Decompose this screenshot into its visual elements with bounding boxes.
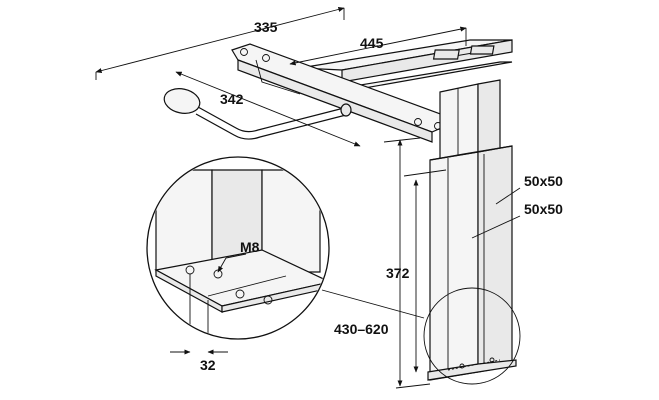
leg-foot-plate: [427, 357, 517, 381]
detail-leader: [321, 289, 425, 319]
detail-marker-circle: [423, 287, 521, 385]
upper-column: [439, 79, 501, 169]
dim-342-label: 342: [220, 91, 244, 107]
base-hole-icon: [235, 289, 245, 299]
section-outer-label: 50x50: [524, 173, 563, 189]
dim-32-label: 32: [200, 357, 216, 373]
telescopic-leg: [429, 145, 513, 381]
section-inner-label: 50x50: [524, 201, 563, 217]
dim-445-label: 445: [360, 35, 384, 51]
screw-m8-label: M8: [240, 239, 260, 255]
dimension-lines: [95, 6, 521, 389]
dim-372-label: 372: [386, 265, 410, 281]
base-hole-icon: [263, 295, 273, 305]
height-range-label: 430–620: [334, 321, 389, 337]
dim-335-label: 335: [254, 19, 278, 35]
m8-leader: [225, 253, 247, 259]
detail-view: [146, 156, 330, 355]
bracket-hole-icon: [414, 118, 422, 126]
